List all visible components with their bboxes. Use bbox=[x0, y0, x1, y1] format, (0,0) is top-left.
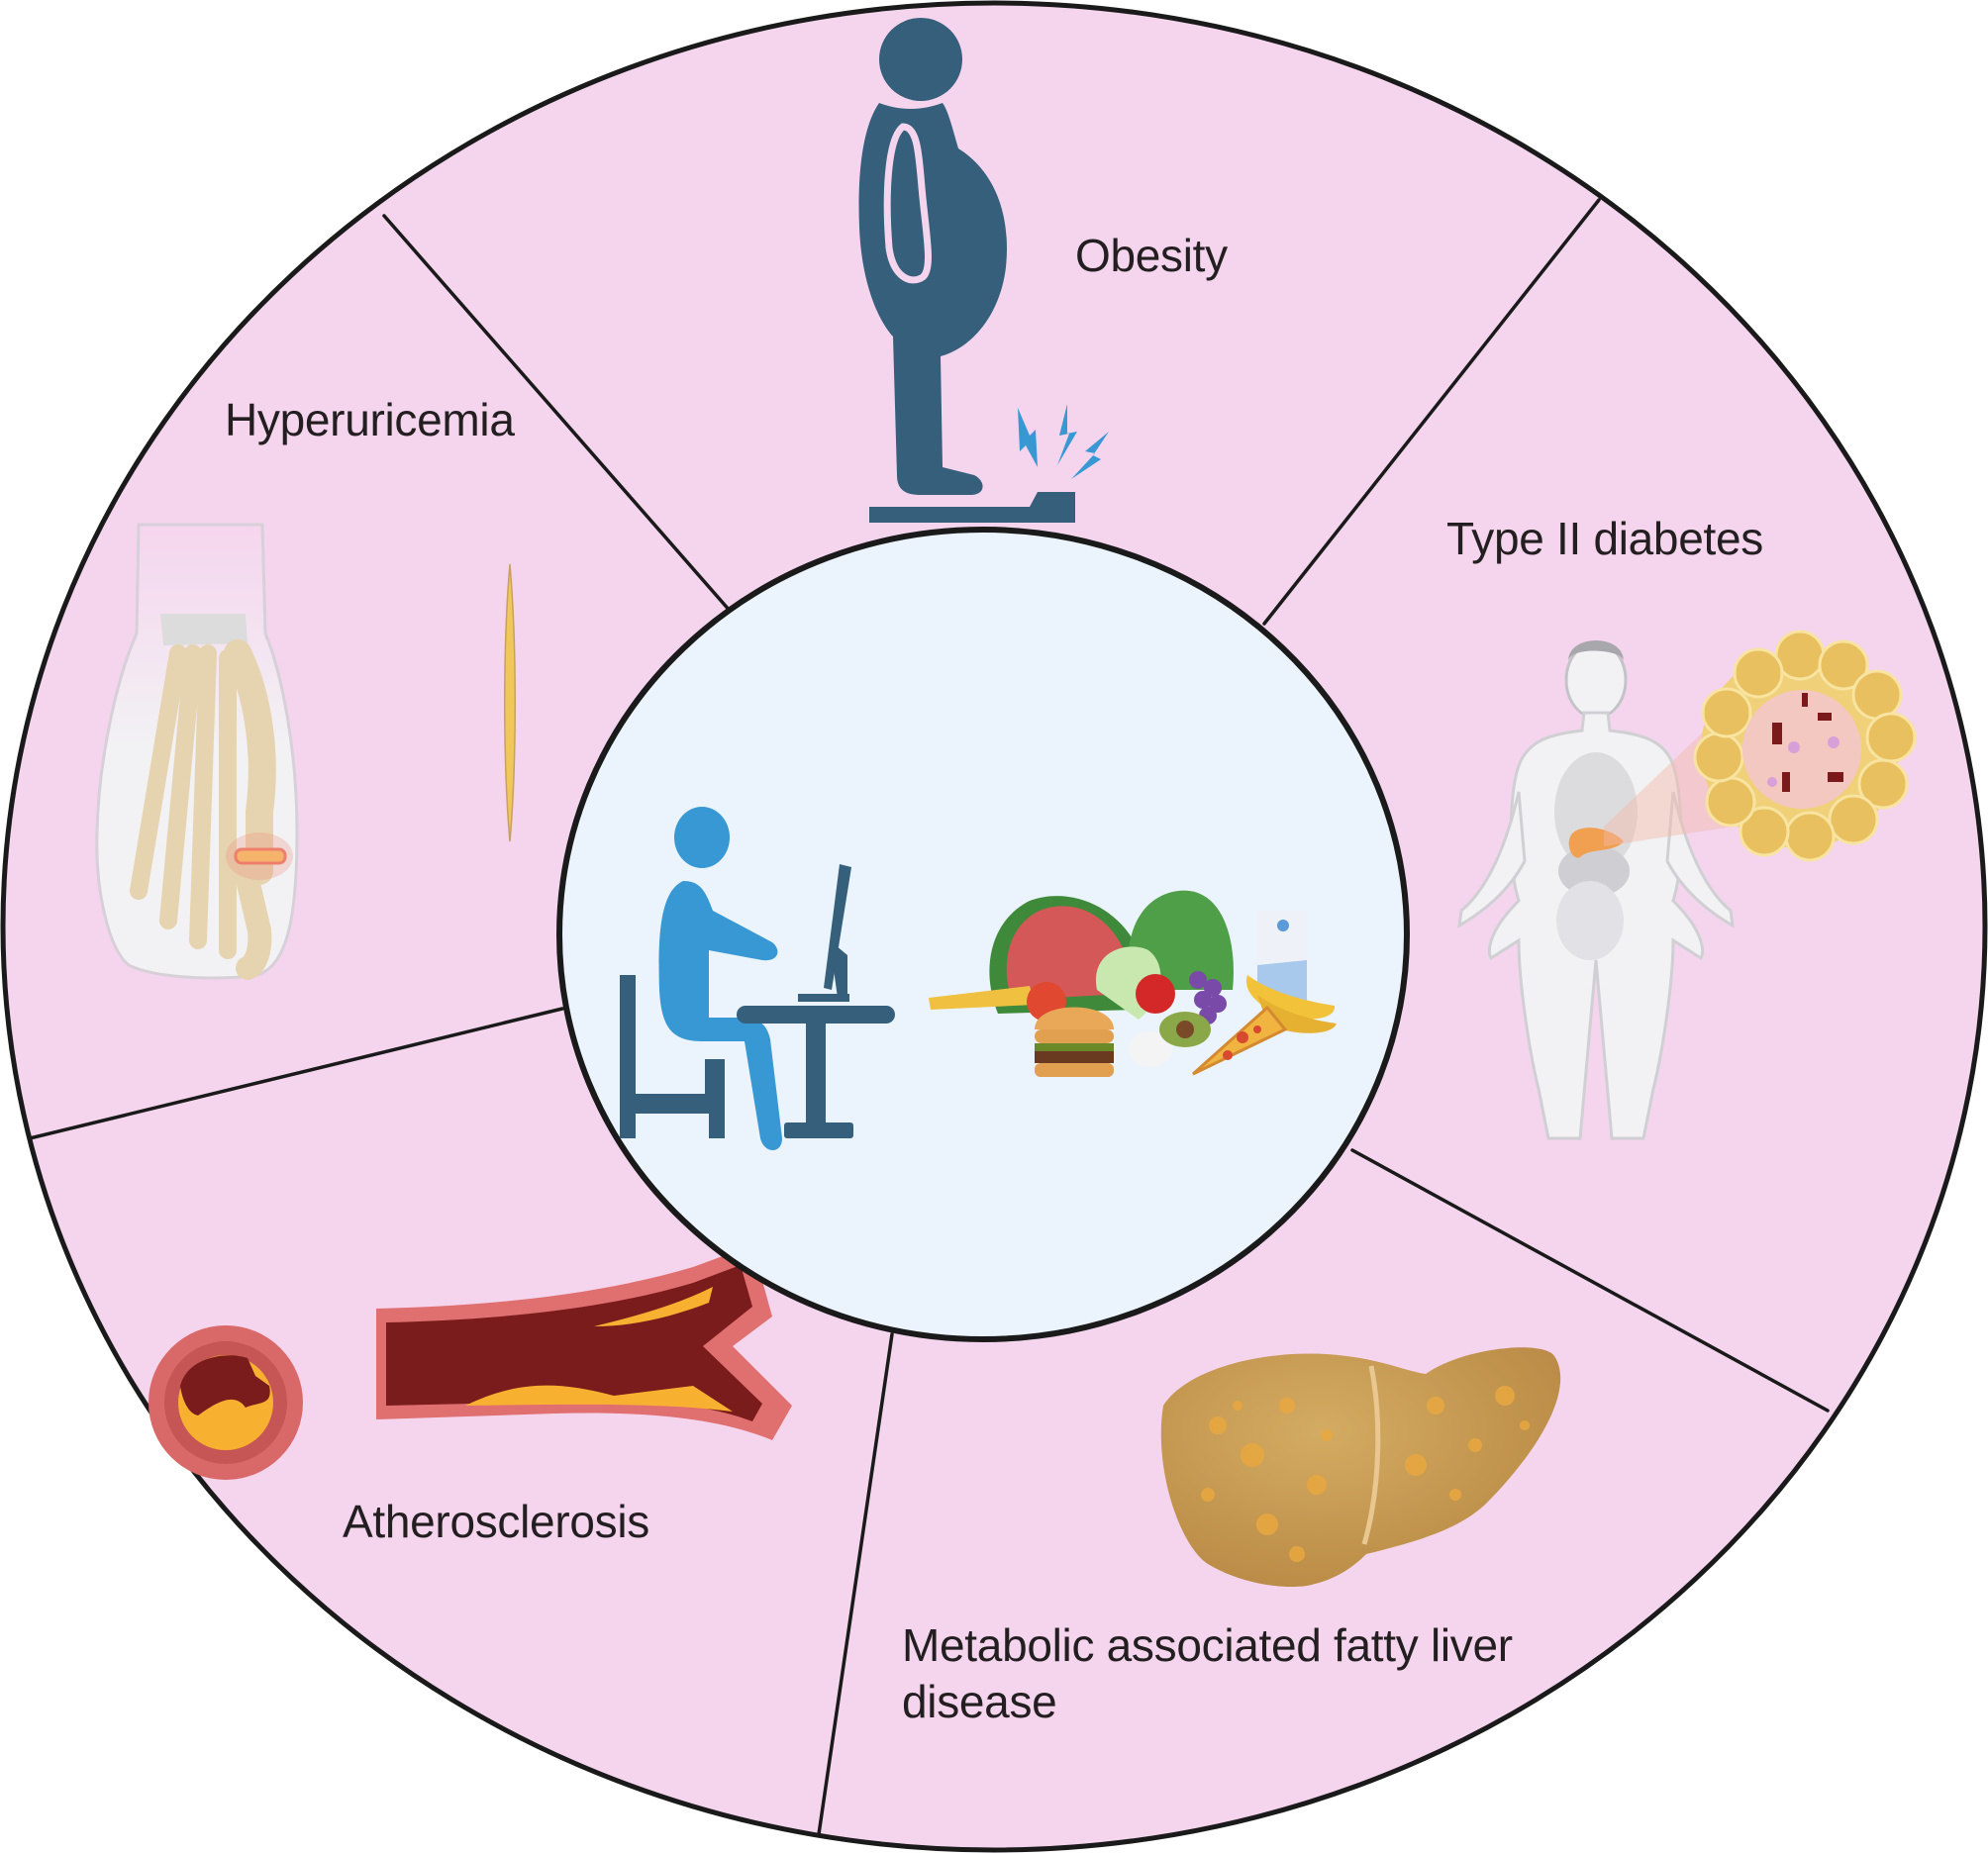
label-obesity: Obesity bbox=[1075, 230, 1228, 281]
divider-obesity-diabetes bbox=[1262, 198, 1601, 626]
label-atherosclerosis: Atherosclerosis bbox=[343, 1496, 649, 1547]
label-mafld: Metabolic associated fatty liver disease bbox=[902, 1619, 1513, 1727]
divider-mafld-atherosclerosis bbox=[817, 1332, 894, 1836]
body-pancreas-islet-icon bbox=[1457, 630, 1917, 1140]
divider-diabetes-mafld bbox=[1350, 1148, 1830, 1413]
urate-crystal-icon bbox=[504, 563, 516, 842]
segment-dividers bbox=[28, 198, 1830, 1836]
fatty-liver-icon bbox=[1160, 1347, 1561, 1588]
person-at-desk-icon bbox=[620, 807, 895, 1150]
food-pile-icon bbox=[929, 890, 1337, 1077]
obese-person-on-scale-icon bbox=[858, 18, 1109, 523]
divider-atherosclerosis-hyperuricemia bbox=[28, 1007, 564, 1140]
label-hyperuricemia: Hyperuricemia bbox=[225, 394, 515, 445]
plaque-artery-icon bbox=[149, 1245, 792, 1480]
label-type-2-diabetes: Type II diabetes bbox=[1446, 513, 1763, 564]
gout-foot-icon bbox=[95, 523, 299, 980]
divider-hyperuricemia-obesity bbox=[382, 214, 746, 630]
